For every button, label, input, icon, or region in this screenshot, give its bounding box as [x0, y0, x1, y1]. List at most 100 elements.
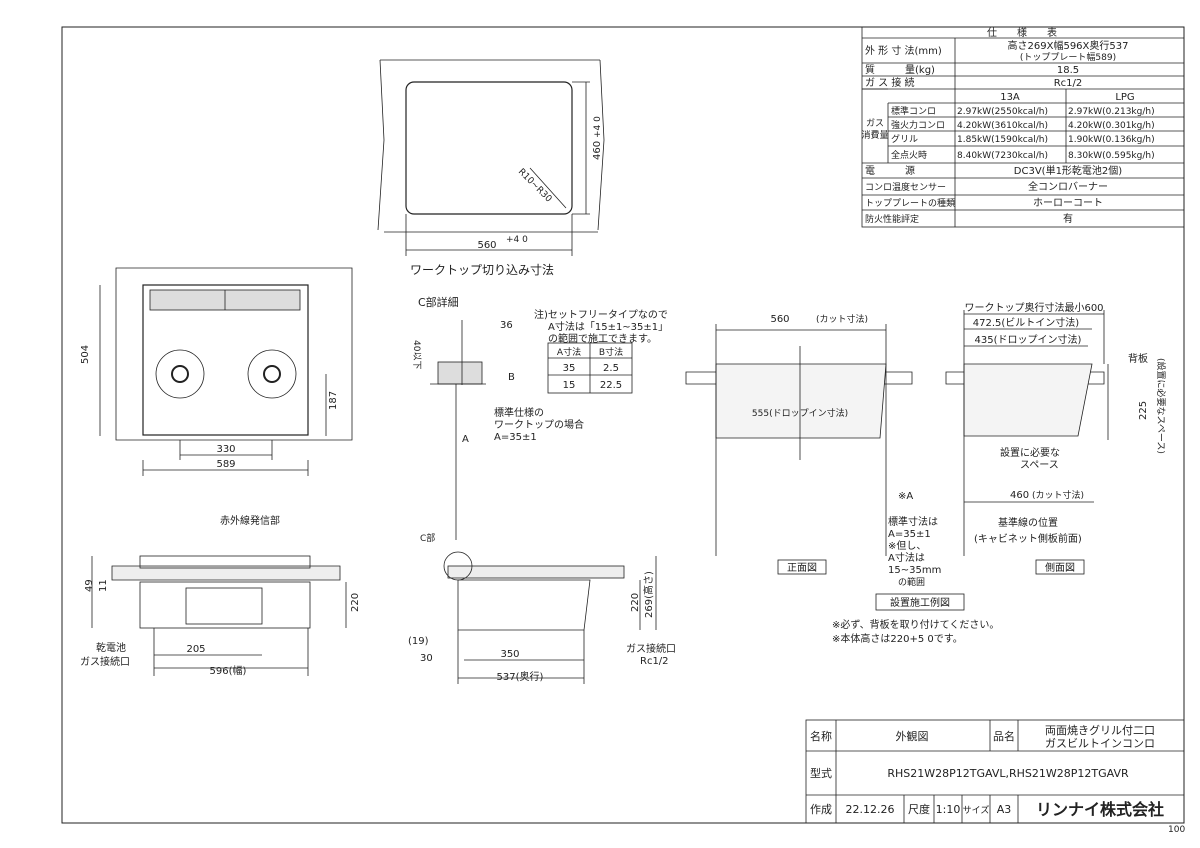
- tb-made-label: 作成: [810, 803, 832, 816]
- install-front-drawing: [685, 324, 913, 575]
- tb-name-label: 名称: [810, 729, 832, 743]
- c-note-setfree-3: の範囲で施工できます。: [548, 332, 657, 345]
- install-side-caption: 側面図: [1045, 561, 1075, 574]
- tb-product-label: 品名: [993, 729, 1015, 743]
- spec-value-weight: 18.5: [1057, 65, 1079, 76]
- tb-size-value: A3: [997, 803, 1012, 816]
- tb-product-value-2: ガスビルトインコンロ: [1045, 737, 1155, 750]
- c-dim-40: 40以下: [411, 340, 421, 369]
- install-title-box: [875, 593, 965, 611]
- top-view-drawing: [99, 267, 353, 476]
- install-side-std-1: 標準寸法は: [888, 515, 938, 528]
- spec-table: [861, 26, 1185, 228]
- spec-label-weight: 質 量(kg): [865, 63, 935, 76]
- spec-gas-row-13a: 2.97kW(2550kcal/h): [957, 107, 1048, 117]
- install-side-drawing: [945, 310, 1109, 575]
- install-side-back: 背板: [1128, 352, 1148, 365]
- install-side-std-5: 15~35mm: [888, 565, 941, 576]
- c-label-b: B: [508, 372, 515, 383]
- c-note-setfree-1: 注)セットフリータイプなので: [534, 308, 668, 321]
- tb-model-label: 型式: [810, 766, 832, 780]
- side-dim-350: 350: [500, 649, 519, 660]
- install-note-2: ※本体高さは220+5 0です。: [832, 632, 963, 645]
- tb-scale-value: 1:10: [936, 803, 961, 816]
- install-front-dim-555: 555(ドロップイン寸法): [752, 407, 848, 419]
- c-dim-36: 36: [500, 320, 513, 331]
- spec-label-size: 外 形 寸 法(mm): [865, 44, 942, 57]
- spec-gas-group-2: 消費量: [861, 129, 888, 141]
- c-note-std-2: ワークトップの場合: [494, 418, 584, 431]
- install-side-space-1: 設置に必要な: [1000, 446, 1060, 459]
- tb-scale-label: 尺度: [908, 802, 930, 816]
- spec-value-power: DC3V(単1形乾電池2個): [1014, 164, 1123, 177]
- c-table-cell: 2.5: [603, 363, 619, 374]
- spec-col-13a: 13A: [1000, 92, 1020, 103]
- spec-col-lpg: LPG: [1115, 92, 1134, 103]
- install-side-dim-4725: 472.5(ビルトイン寸法): [973, 316, 1080, 329]
- spec-gas-row-lpg: 2.97kW(0.213kg/h): [1068, 107, 1155, 117]
- install-side-star-a: ※A: [898, 491, 913, 502]
- spec-value-size: 高さ269X幅596X奥行537: [1008, 39, 1129, 52]
- side-dim-220: 220: [630, 593, 641, 612]
- install-side-std-2: A=35±1: [888, 529, 931, 540]
- spec-gas-row-13a: 1.85kW(1590kcal/h): [957, 135, 1048, 145]
- spec-value-plate: ホーローコート: [1033, 197, 1103, 209]
- side-c-part: C部: [420, 532, 435, 544]
- spec-label-gas: ガ ス 接 続: [865, 76, 915, 89]
- front-dim-205: 205: [186, 644, 205, 655]
- spec-value-gas: Rc1/2: [1054, 78, 1083, 89]
- install-note-1: ※必ず、背板を取り付けてください。: [832, 618, 999, 631]
- spec-value-fire: 有: [1063, 212, 1073, 225]
- front-view-drawing: [91, 555, 347, 676]
- spec-gas-group-1: ガス: [866, 118, 884, 129]
- spec-value-size-sub: (トッププレート幅589): [1020, 51, 1116, 63]
- c-note-setfree-2: A寸法は「15±1~35±1」: [548, 320, 668, 333]
- spec-label-power: 電 源: [865, 164, 915, 177]
- tb-company: リンナイ株式会社: [1036, 800, 1164, 819]
- spec-label-fire: 防火性能評定: [865, 213, 919, 225]
- side-dim-537: 537(奥行): [497, 670, 544, 683]
- spec-gas-row-label: 全点火時: [891, 149, 927, 161]
- spec-gas-row-label: 標準コンロ: [891, 105, 936, 117]
- cutout-height-tol: +4 0: [593, 116, 603, 138]
- side-gas-size: Rc1/2: [640, 656, 669, 667]
- c-label-a: A: [462, 434, 469, 445]
- c-table-cell: 15: [563, 380, 576, 391]
- cutout-width-label: 560: [477, 240, 496, 251]
- spec-title: 仕 様 表: [987, 26, 1057, 39]
- front-ir-label: 赤外線発信部: [220, 514, 280, 527]
- c-note-std-3: A=35±1: [494, 432, 537, 443]
- install-side-dim-225: 225: [1138, 401, 1149, 420]
- spec-gas-row-label: グリル: [891, 133, 918, 145]
- tb-model-value: RHS21W28P12TGAVL,RHS21W28P12TGAVR: [887, 767, 1129, 780]
- c-detail-drawing: [430, 320, 633, 540]
- sheet-border: [61, 26, 1185, 824]
- install-side-std-4: A寸法は: [888, 551, 925, 564]
- spec-label-sensor: コンロ温度センサー: [865, 181, 946, 193]
- install-side-space-2: スペース: [1020, 460, 1059, 471]
- install-front-caption: 正面図: [787, 562, 817, 574]
- c-note-std-1: 標準仕様の: [494, 406, 544, 419]
- c-table-header: B寸法: [599, 346, 623, 358]
- tb-name-value: 外観図: [896, 729, 929, 743]
- spec-gas-row-13a: 8.40kW(7230kcal/h): [957, 151, 1048, 161]
- top-dim-187: 187: [328, 391, 339, 410]
- spec-gas-row-lpg: 4.20kW(0.301kg/h): [1068, 121, 1155, 131]
- title-block-grid: [805, 719, 1185, 824]
- install-side-space-note: (設置に必要なスペース): [1155, 358, 1167, 454]
- front-gas-label: ガス接続口: [80, 655, 130, 668]
- c-detail-title: C部詳細: [418, 295, 459, 309]
- install-title: 設置施工例図: [890, 596, 950, 609]
- install-side-dim-460: 460: [1010, 490, 1029, 501]
- spec-gas-row-lpg: 8.30kW(0.595kg/h): [1068, 151, 1155, 161]
- spec-gas-row-13a: 4.20kW(3610kcal/h): [957, 121, 1048, 131]
- tb-size-label: サイズ: [963, 804, 990, 816]
- install-front-dim-560: 560: [770, 314, 789, 325]
- c-table-cell: 35: [563, 363, 576, 374]
- install-side-std-6: の範囲: [898, 576, 925, 588]
- side-dim-269: 269(高さ): [642, 571, 655, 618]
- front-dim-49: 49: [84, 579, 95, 592]
- install-side-worktop: ワークトップ奥行寸法最小600: [964, 301, 1103, 314]
- cutout-caption: ワークトップ切り込み寸法: [410, 263, 554, 277]
